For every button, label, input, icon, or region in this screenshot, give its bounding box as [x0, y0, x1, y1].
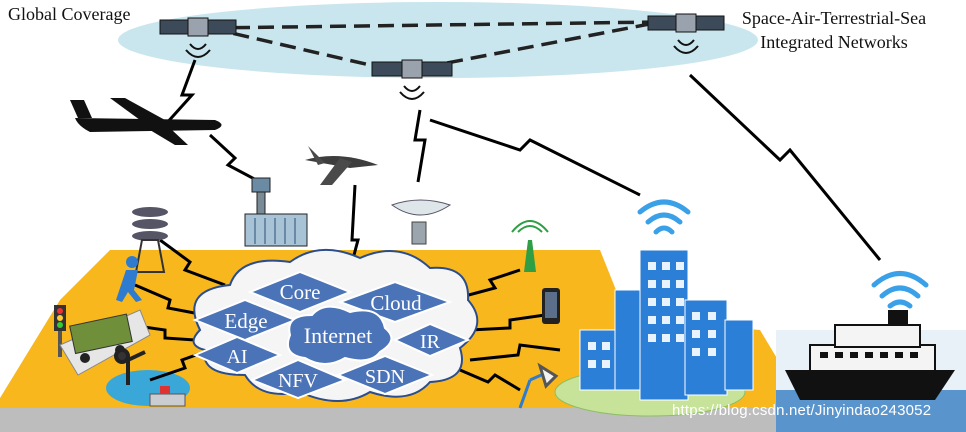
wireless-links	[129, 59, 882, 392]
airplane-icon	[70, 98, 222, 145]
traffic-light-icon	[54, 305, 66, 357]
valve-icon	[149, 386, 186, 407]
label-cloud: Cloud	[370, 291, 422, 315]
label-ai: AI	[226, 346, 247, 368]
control-tower-icon	[244, 177, 308, 247]
truck-icon	[59, 309, 151, 376]
inter-satellite-links	[209, 20, 661, 74]
person-icon	[116, 256, 142, 302]
city-buildings-icon	[579, 249, 754, 401]
diamond-core	[247, 270, 353, 314]
label-internet: Internet	[304, 323, 372, 348]
label-edge: Edge	[224, 309, 267, 333]
network-title-label: Space-Air-Terrestrial-Sea Integrated Net…	[706, 6, 962, 54]
robot-arm-icon	[114, 348, 146, 385]
label-nfv: NFV	[278, 370, 319, 392]
satellite-icon-center	[371, 59, 453, 100]
cloud-diamonds	[192, 270, 471, 400]
label-ir: IR	[420, 331, 441, 353]
orbit-ellipse	[118, 2, 758, 78]
satellite-icon-right	[647, 13, 725, 54]
internet-bubble	[286, 305, 393, 365]
global-coverage-label: Global Coverage	[8, 4, 131, 24]
network-title-line2: Integrated Networks	[760, 32, 908, 52]
diamond-ai	[192, 335, 283, 375]
antenna-tower-icon	[511, 220, 549, 272]
lamp-icon	[518, 362, 559, 409]
watermark-url: https://blog.csdn.net/Jinyindao243052	[672, 402, 932, 419]
smartphone-icon	[542, 288, 560, 324]
wifi-icon-city	[637, 199, 691, 235]
satellite-icon-left	[159, 17, 237, 58]
diamond-sdn	[335, 354, 435, 396]
drone-icon	[305, 146, 378, 185]
cloud-labels: Core Cloud Edge Internet IR AI NFV SDN	[224, 280, 440, 392]
label-sdn: SDN	[365, 366, 405, 388]
ship-icon	[785, 310, 955, 400]
cell-tower-icon	[132, 207, 168, 273]
label-core: Core	[280, 280, 321, 304]
wifi-icon-ship	[871, 271, 929, 309]
network-title-line1: Space-Air-Terrestrial-Sea	[741, 8, 927, 28]
radar-dish-icon	[390, 199, 452, 245]
diamond-nfv	[249, 358, 348, 400]
diamond-ir	[392, 322, 471, 358]
